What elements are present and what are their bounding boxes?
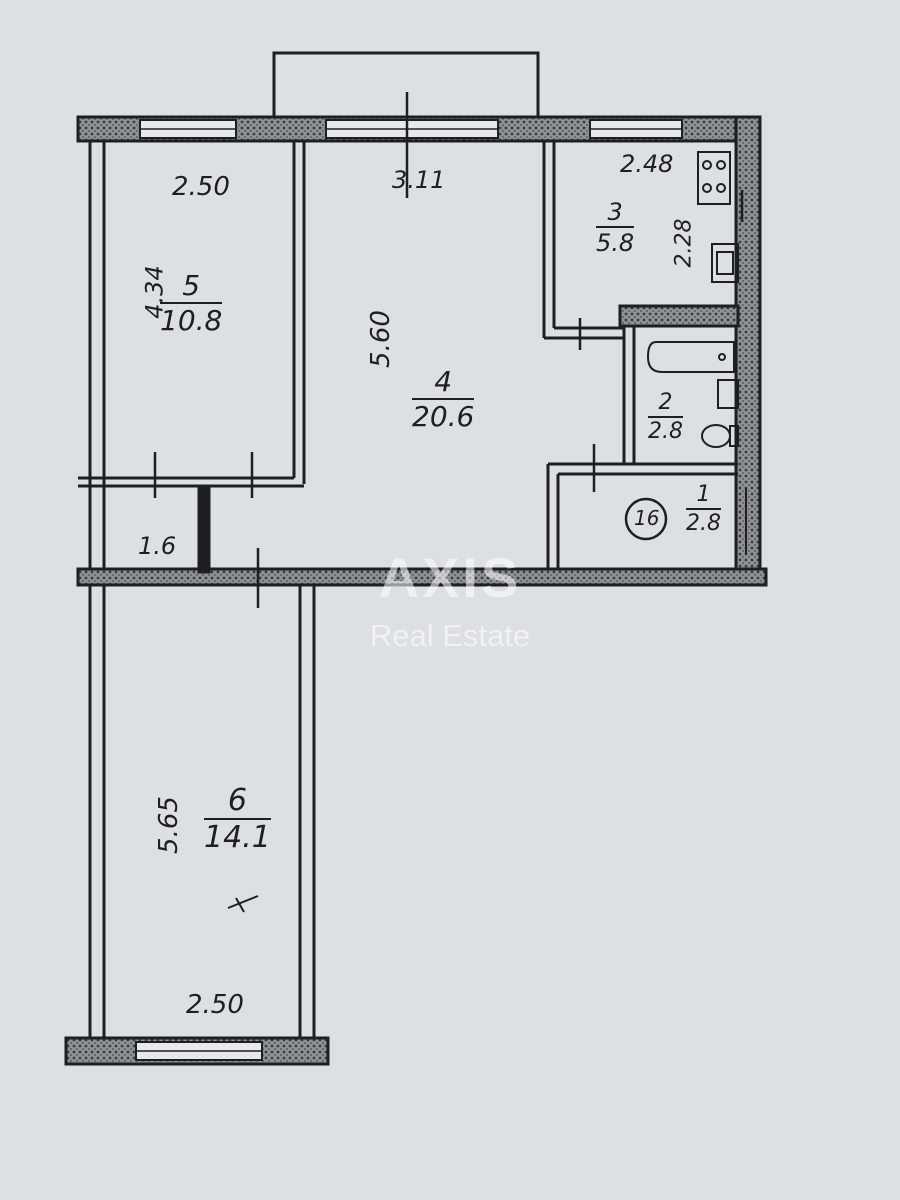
dim-room4-length: 5.60	[365, 310, 396, 368]
dim-room4-top: 3.11	[392, 166, 446, 194]
dim-corridor-width: 1.6	[138, 532, 177, 560]
room-1-area: 2.8	[686, 511, 721, 536]
stove-icon	[697, 151, 731, 205]
dim-room6-length: 5.65	[153, 796, 184, 854]
dim-room5-width: 2.50	[172, 172, 230, 202]
room-2-area: 2.8	[648, 419, 683, 444]
bathtub-icon	[646, 341, 735, 373]
room-2-label: 2 2.8	[648, 392, 683, 443]
room-5-area: 10.8	[160, 304, 223, 337]
watermark-subtitle: Real Estate	[369, 618, 531, 653]
door-marks	[153, 92, 744, 608]
marker-circle	[624, 497, 668, 541]
dim-room3-top: 2.48	[620, 150, 674, 178]
right-wall	[734, 115, 762, 579]
room-6-number: 6	[204, 786, 271, 820]
room-4-area: 20.6	[412, 400, 475, 433]
interior-partitions	[78, 141, 740, 574]
room-3-area: 5.8	[596, 229, 635, 257]
left-wall-upper	[88, 139, 106, 577]
outer-walls	[64, 115, 768, 1066]
middle-wall	[76, 567, 768, 587]
washbasin-icon	[717, 379, 739, 409]
room-5-number: 5	[160, 272, 223, 304]
dim-room3-side: 2.28	[671, 218, 697, 268]
arrow-mark	[227, 895, 259, 913]
left-wall-lower	[88, 583, 106, 1042]
room-2-number: 2	[648, 392, 683, 418]
room-1-label: 1 2.8	[686, 484, 721, 535]
room-6-label: 6 14.1	[204, 786, 271, 853]
toilet-icon	[701, 424, 739, 448]
room-6-area: 14.1	[204, 820, 271, 855]
room-5-label: 5 10.8	[160, 272, 223, 337]
room-4-number: 4	[412, 368, 475, 400]
dim-room5-length: 4.34	[140, 265, 169, 319]
watermark-title: AXIS	[378, 546, 522, 609]
room-1-number: 1	[686, 484, 721, 510]
room-4-label: 4 20.6	[412, 368, 475, 433]
room-3-number: 3	[596, 200, 635, 228]
right-wall-lower	[298, 583, 316, 1042]
sink-icon	[711, 243, 739, 283]
dim-room6-width: 2.50	[186, 990, 244, 1020]
marker-label: 16	[634, 506, 660, 530]
room-3-label: 3 5.8	[596, 200, 635, 257]
